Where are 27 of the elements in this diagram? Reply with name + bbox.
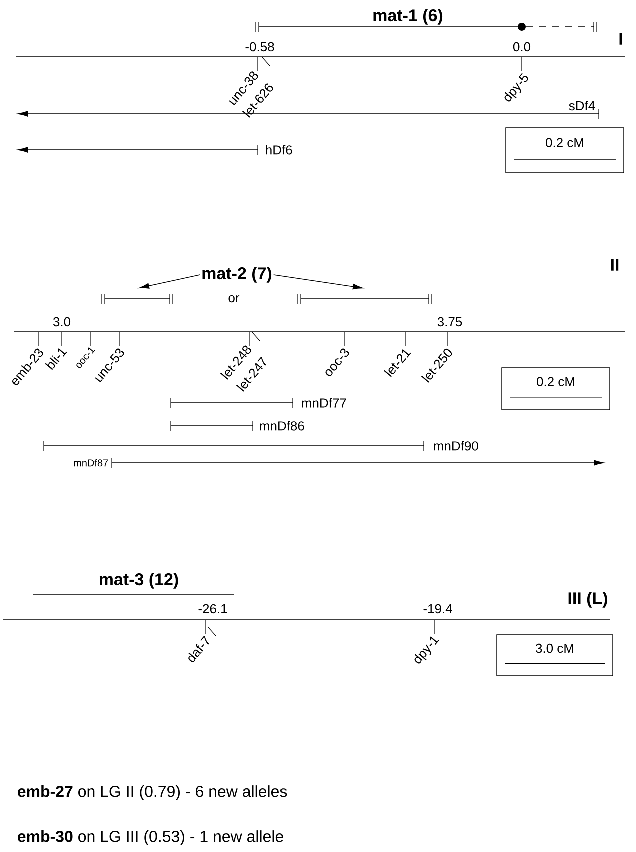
position-label: 3.0 — [53, 317, 71, 327]
note-text: emb-30 on LG III (0.53) - 1 new allele — [18, 830, 284, 846]
gene-title: mat-3 (12) — [100, 573, 178, 589]
chromosome-label: I — [620, 33, 622, 45]
scale-bar: 0.2 cM — [502, 368, 610, 410]
position-label: -26.1 — [198, 604, 228, 614]
chromosome-label: II — [611, 259, 619, 271]
deficiency-label: mnDf86 — [260, 421, 304, 431]
gene-label: bli-1 — [45, 348, 68, 370]
or-label: or — [228, 295, 240, 303]
scale-bar: 3.0 cM — [496, 634, 614, 676]
deficiency-label: mnDf87 — [74, 459, 108, 467]
position-label: 0.0 — [513, 42, 531, 52]
deficiency-label: hDf6 — [266, 145, 292, 155]
gene-title: mat-2 (7) — [202, 267, 272, 283]
deficiency-label: mnDf77 — [302, 398, 346, 408]
interval-bar — [298, 294, 432, 304]
position-label: -0.58 — [246, 42, 274, 52]
position-label: 3.75 — [438, 317, 462, 327]
position-label: -19.4 — [424, 604, 452, 614]
deficiency-label: mnDf90 — [434, 441, 478, 451]
deficiency-label: sDf4 — [569, 101, 596, 111]
chromosome-label: III (L) — [568, 592, 608, 608]
interval-bar — [102, 294, 174, 304]
note-text: emb-27 on LG II (0.79) - 6 new alleles — [18, 786, 288, 800]
scale-bar: 0.2 cM — [506, 128, 624, 174]
gene-title: mat-1 (6) — [374, 9, 443, 25]
